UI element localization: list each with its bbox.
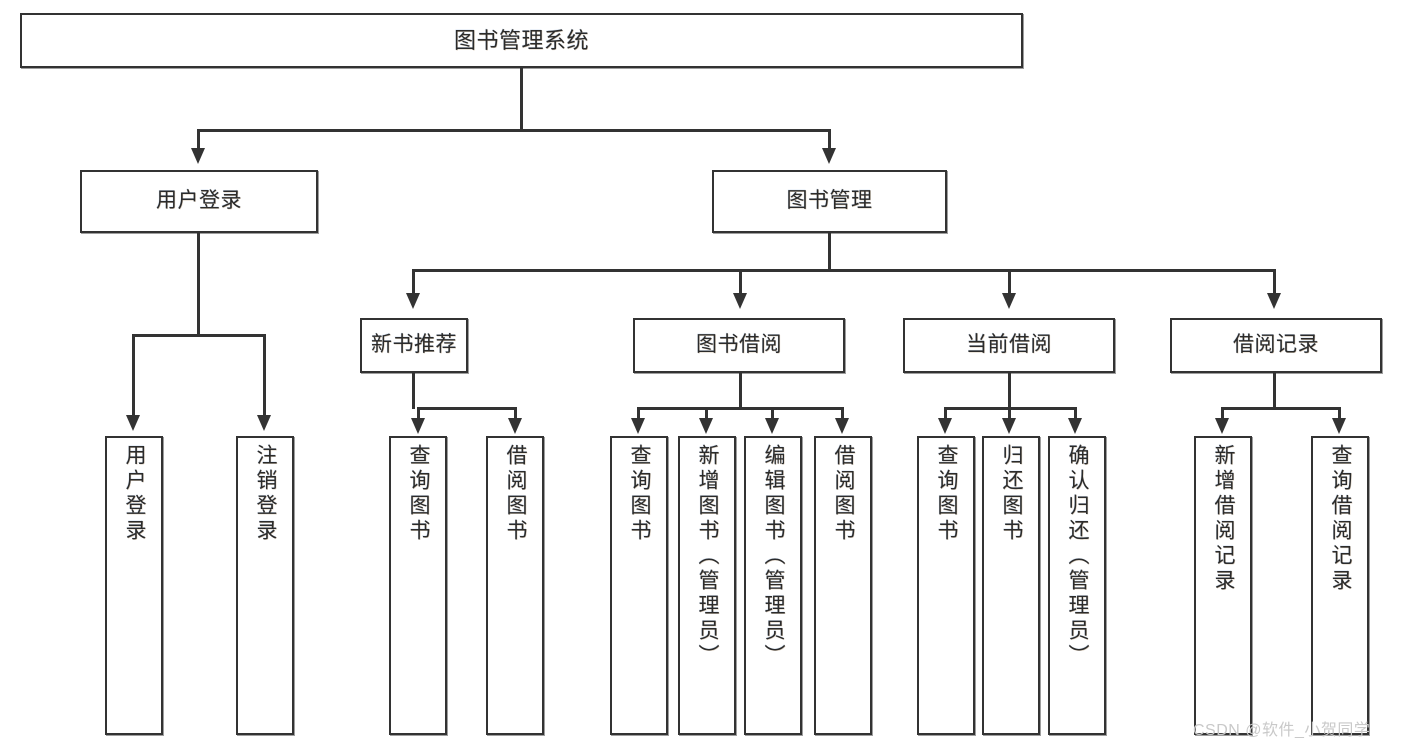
node-label: 图书管理系统 [453,27,589,53]
arrow-to-leaf-user-login [126,415,140,431]
arrow-to-leaf-borrow-book-2 [835,418,849,434]
node-current-borrow[interactable]: 当前借阅 [903,318,1115,373]
node-label: 新增图书（管理员） [696,444,720,669]
node-label: 查询图书 [407,444,431,544]
connector-level1-drop-user-login [197,129,200,151]
connector-book-borrow-stem [739,373,742,409]
connector-drop-borrow-record-leaf-2 [1338,407,1341,420]
connector-borrow-record-stem [1273,373,1276,409]
node-user-login[interactable]: 用户登录 [80,170,318,233]
connector-drop-book-borrow-leaf-3 [771,407,774,420]
leaf-new-book-borrow-book[interactable]: 借阅图书 [486,436,544,735]
node-label: 借阅图书 [504,444,528,544]
node-label: 用户登录 [156,189,242,213]
node-label: 归还图书 [1000,444,1024,544]
arrow-to-leaf-confirm-return [1068,418,1082,434]
connector-current-borrow-stem [1008,373,1011,409]
node-label: 查询图书 [935,444,959,544]
arrow-to-leaf-add-book [699,418,713,434]
arrow-to-leaf-query-book-1 [411,418,425,434]
node-label: 借阅图书 [832,444,856,544]
arrow-to-leaf-edit-book [765,418,779,434]
leaf-add-borrow-record[interactable]: 新增借阅记录 [1194,436,1252,735]
node-label: 借阅记录 [1233,333,1319,357]
node-label: 查询借阅记录 [1329,444,1353,594]
connector-drop-current-borrow-leaf-3 [1074,407,1077,420]
connector-new-book-bus [417,407,517,410]
node-label: 用户登录 [123,444,147,544]
connector-book-management-stem [828,233,831,271]
node-label: 新书推荐 [371,333,457,357]
connector-borrow-record-bus [1221,407,1341,410]
node-label: 图书管理 [786,189,873,213]
node-label: 图书借阅 [696,333,782,357]
connector-root-stem [520,68,523,130]
connector-new-book-stem [412,373,415,409]
connector-drop-book-borrow-leaf-1 [637,407,640,420]
leaf-user-login[interactable]: 用户登录 [105,436,163,735]
connector-drop-user-login-leaf-1 [132,334,135,418]
arrow-to-book-management [822,148,836,164]
leaf-book-borrow-edit-book[interactable]: 编辑图书（管理员） [744,436,802,735]
connector-drop-current-borrow-leaf-2 [1008,407,1011,420]
connector-drop-book-borrow-leaf-4 [841,407,844,420]
node-label: 新增借阅记录 [1212,444,1236,594]
arrow-to-new-book-recommend [406,293,420,309]
node-label: 编辑图书（管理员） [762,444,786,669]
leaf-current-borrow-confirm-return[interactable]: 确认归还（管理员） [1048,436,1106,735]
arrow-to-user-login [191,148,205,164]
leaf-book-borrow-borrow-book[interactable]: 借阅图书 [814,436,872,735]
node-label: 查询图书 [628,444,652,544]
connector-drop-book-borrow-leaf-2 [705,407,708,420]
connector-level2-bus [412,269,1276,272]
arrow-to-borrow-record [1267,293,1281,309]
arrow-to-leaf-return-book [1002,418,1016,434]
leaf-query-borrow-record[interactable]: 查询借阅记录 [1311,436,1369,735]
connector-drop-new-book-leaf-1 [417,407,420,420]
connector-drop-borrow-record [1273,269,1276,296]
connector-level1-drop-book-management [828,129,831,151]
leaf-new-book-query-book[interactable]: 查询图书 [389,436,447,735]
arrow-to-book-borrow [733,293,747,309]
node-new-book-recommend[interactable]: 新书推荐 [360,318,468,373]
connector-user-login-bus [132,334,266,337]
leaf-current-borrow-return-book[interactable]: 归还图书 [982,436,1040,735]
connector-drop-user-login-leaf-2 [263,334,266,418]
node-label: 确认归还（管理员） [1066,444,1090,669]
arrow-to-leaf-query-book-3 [938,418,952,434]
node-label: 当前借阅 [966,333,1052,357]
connector-drop-new-book-leaf-2 [514,407,517,420]
connector-drop-current-borrow-leaf-1 [944,407,947,420]
csdn-watermark: CSDN @软件_小贺同学 [1193,722,1371,739]
leaf-book-borrow-add-book[interactable]: 新增图书（管理员） [678,436,736,735]
arrow-to-leaf-logout [257,415,271,431]
node-root-book-management-system[interactable]: 图书管理系统 [20,13,1023,68]
arrow-to-leaf-add-borrow-record [1215,418,1229,434]
node-book-borrow[interactable]: 图书借阅 [633,318,845,373]
connector-user-login-stem [197,233,200,336]
connector-drop-new-book [412,269,415,296]
leaf-logout[interactable]: 注销登录 [236,436,294,735]
node-book-management[interactable]: 图书管理 [712,170,947,233]
connector-book-borrow-bus [637,407,844,410]
connector-drop-current-borrow [1008,269,1011,296]
arrow-to-current-borrow [1002,293,1016,309]
connector-drop-book-borrow [739,269,742,296]
leaf-current-borrow-query-book[interactable]: 查询图书 [917,436,975,735]
node-label: 注销登录 [254,444,278,544]
arrow-to-leaf-borrow-book-1 [508,418,522,434]
leaf-book-borrow-query-book[interactable]: 查询图书 [610,436,668,735]
arrow-to-leaf-query-book-2 [631,418,645,434]
node-borrow-record[interactable]: 借阅记录 [1170,318,1382,373]
arrow-to-leaf-query-borrow-record [1332,418,1346,434]
connector-drop-borrow-record-leaf-1 [1221,407,1224,420]
connector-level1-bus [197,129,831,132]
